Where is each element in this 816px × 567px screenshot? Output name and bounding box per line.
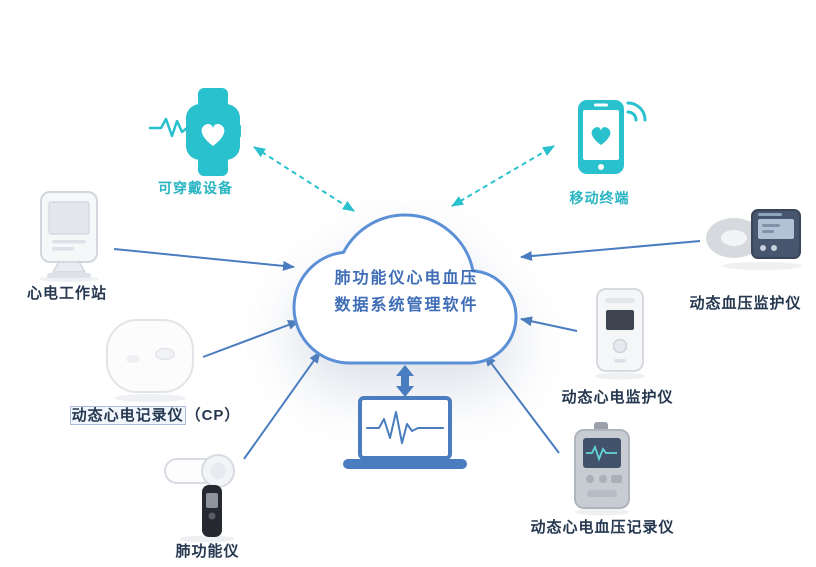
ecg-monitor-device xyxy=(595,288,645,380)
arrow-spirometer-cloud xyxy=(243,351,321,460)
node-ecg-monitor xyxy=(585,286,655,380)
cloud-label-line1: 肺功能仪心电血压 xyxy=(334,270,479,287)
arrow-mobile-cloud xyxy=(451,145,555,207)
node-ecg-bp-recorder xyxy=(560,420,645,516)
label-spirometer: 肺功能仪 xyxy=(175,543,240,560)
label-abp-monitor: 动态血压监护仪 xyxy=(689,295,802,312)
cloud-shape xyxy=(294,215,516,363)
holter-recorder-device xyxy=(106,319,194,402)
label-holter-recorder: 动态心电记录仪（CP） xyxy=(65,406,245,425)
arrow-wearable-cloud xyxy=(253,146,355,212)
arrow-ecgbp-cloud xyxy=(484,354,560,454)
node-wearable xyxy=(148,86,252,178)
laptop-ecg-icon xyxy=(343,396,467,469)
label-ecg-bp-recorder: 动态心电血压记录仪 xyxy=(530,519,675,536)
node-abp-monitor xyxy=(700,200,805,272)
smartwatch-heart-icon xyxy=(148,88,241,176)
ecg-bp-recorder-device xyxy=(574,422,630,516)
label-wearable: 可穿戴设备 xyxy=(158,180,233,196)
arrow-holter-cloud xyxy=(202,320,300,358)
cloud-label-line2: 数据系统管理软件 xyxy=(334,297,479,314)
node-ecg-workstation xyxy=(25,190,113,282)
node-spirometer xyxy=(162,443,247,543)
arrow-ecgmonitor-cloud xyxy=(520,316,578,332)
abp-monitor-device xyxy=(706,209,802,270)
arrow-workstation-cloud xyxy=(113,248,295,271)
label-ecg-monitor: 动态心电监护仪 xyxy=(561,389,674,406)
spirometer-device xyxy=(164,454,235,543)
node-holter-recorder xyxy=(102,312,197,404)
label-ecg-workstation: 心电工作站 xyxy=(26,285,107,302)
label-holter-main: 动态心电记录仪 xyxy=(69,406,186,425)
arrow-cloud-laptop xyxy=(396,365,414,397)
smartphone-heart-wifi-icon xyxy=(578,100,647,174)
arrow-abp-cloud xyxy=(520,240,701,262)
cloud-label: 肺功能仪心电血压 数据系统管理软件 xyxy=(296,265,517,319)
ecg-workstation-device xyxy=(39,191,99,282)
label-holter-suffix: （CP） xyxy=(185,407,241,424)
node-mobile xyxy=(558,92,653,184)
label-mobile: 移动终端 xyxy=(569,190,630,206)
